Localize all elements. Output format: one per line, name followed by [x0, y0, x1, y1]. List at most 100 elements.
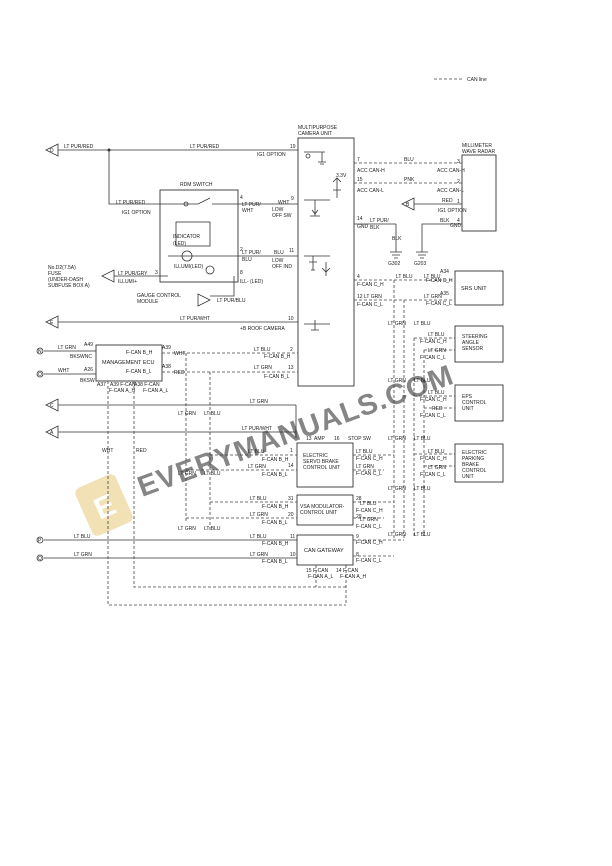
svg-text:F-CAN B_H: F-CAN B_H: [262, 541, 289, 547]
right-can-bus: 4 F-CAN C_H 12 F-CAN C_L LT BLU LT GRN F…: [354, 274, 455, 540]
svg-text:F-CAN C_L: F-CAN C_L: [420, 355, 446, 361]
svg-text:LT GRN: LT GRN: [178, 411, 196, 417]
svg-text:LT BLU: LT BLU: [428, 332, 445, 338]
svg-text:LT BLU: LT BLU: [250, 496, 267, 502]
svg-text:F-CAN A_L: F-CAN A_L: [143, 388, 169, 394]
svg-text:RED: RED: [174, 370, 185, 376]
svg-text:Q: Q: [38, 556, 42, 562]
srs-unit: SRS UNIT A34 A35: [440, 269, 504, 306]
svg-text:28: 28: [356, 496, 362, 502]
svg-text:LT PUR/: LT PUR/: [242, 202, 261, 208]
management-ecu: MANAGEMENT ECU F-CAN B_H F-CAN B_L A49 B…: [70, 342, 171, 394]
svg-text:WHT: WHT: [278, 200, 289, 206]
svg-text:F-CAN B_H: F-CAN B_H: [126, 350, 153, 356]
svg-text:LT BLU: LT BLU: [396, 274, 413, 280]
svg-text:LT PUR/WHT: LT PUR/WHT: [242, 426, 272, 432]
svg-text:2: 2: [457, 179, 460, 185]
svg-text:SENSOR: SENSOR: [462, 346, 484, 352]
svg-text:10: 10: [288, 316, 294, 322]
svg-text:F-CAN C_H: F-CAN C_H: [420, 456, 447, 462]
svg-text:11: 11: [289, 248, 294, 254]
svg-text:14: 14: [288, 463, 294, 469]
svg-text:LT BLU: LT BLU: [414, 436, 431, 442]
svg-text:ACC CAN-H: ACC CAN-H: [437, 168, 465, 174]
svg-text:11: 11: [290, 534, 295, 540]
svg-text:LOW: LOW: [272, 258, 284, 264]
svg-text:ACC CAN-H: ACC CAN-H: [357, 168, 385, 174]
mgmt-ecu-wiring: N LT GRN O WHT WHT RED LT BLU 2 F-CAN B_…: [36, 345, 346, 606]
svg-text:STEERING: STEERING: [462, 334, 488, 340]
svg-text:ELECTRIC: ELECTRIC: [303, 453, 328, 459]
electric-parking-brake-unit: ELECTRIC PARKING BRAKE CONTROL UNIT: [454, 443, 504, 483]
svg-text:3.3V: 3.3V: [336, 173, 347, 179]
svg-text:LT GRN: LT GRN: [364, 294, 382, 300]
svg-text:PNK: PNK: [404, 177, 415, 183]
svg-text:RDM SWITCH: RDM SWITCH: [180, 182, 213, 188]
svg-text:LT BLU: LT BLU: [356, 449, 373, 455]
svg-text:F-CAN A_H: F-CAN A_H: [109, 388, 136, 394]
svg-text:ELECTRIC: ELECTRIC: [462, 450, 487, 456]
svg-text:MODULE: MODULE: [137, 299, 159, 305]
svg-text:LT BLU: LT BLU: [414, 321, 431, 327]
svg-text:G203: G203: [414, 261, 426, 267]
electric-servo-brake-unit: ELECTRIC SERVO BRAKE CONTROL UNIT LT BLU…: [186, 442, 394, 488]
svg-text:(UNDER-DASH: (UNDER-DASH: [48, 277, 83, 283]
svg-text:A38: A38: [162, 364, 171, 370]
svg-text:LT GRN: LT GRN: [428, 348, 446, 354]
svg-text:ANGLE: ANGLE: [462, 340, 480, 346]
svg-text:STOP SW: STOP SW: [348, 436, 371, 442]
svg-text:LT GRN: LT GRN: [248, 464, 266, 470]
eps-control-unit: EPS CONTROL UNIT: [454, 384, 504, 422]
svg-text:LT BLU: LT BLU: [428, 449, 445, 455]
svg-text:MANAGEMENT ECU: MANAGEMENT ECU: [102, 360, 154, 366]
svg-text:20: 20: [288, 512, 294, 518]
svg-text:UNIT: UNIT: [462, 474, 474, 480]
svg-text:LOW: LOW: [272, 207, 284, 213]
svg-text:F-CAN C_L: F-CAN C_L: [420, 413, 446, 419]
svg-text:F-CAN B_L: F-CAN B_L: [262, 520, 288, 526]
svg-text:13: 13: [288, 365, 294, 371]
svg-text:ACC CAN-L: ACC CAN-L: [357, 188, 384, 194]
svg-text:LT GRN: LT GRN: [250, 552, 268, 558]
svg-text:4: 4: [240, 195, 243, 201]
svg-text:F-CAN C_L: F-CAN C_L: [357, 302, 383, 308]
millimeter-wave-radar: MILLIMETER WAVE RADAR ACC CAN-H ACC CAN-…: [437, 143, 497, 232]
svg-text:LT BLU: LT BLU: [424, 274, 441, 280]
svg-text:13: 13: [306, 436, 312, 442]
svg-text:F-CAN B_L: F-CAN B_L: [126, 369, 152, 375]
legend-label: CAN line: [467, 77, 487, 83]
svg-text:15 F-CAN: 15 F-CAN: [306, 568, 329, 574]
svg-text:14: 14: [357, 216, 363, 222]
svg-text:LT PUR/: LT PUR/: [242, 250, 261, 256]
svg-text:LT PUR/: LT PUR/: [370, 218, 389, 224]
svg-text:SRS UNIT: SRS UNIT: [461, 286, 487, 292]
svg-text:UNIT: UNIT: [462, 406, 474, 412]
svg-text:8: 8: [356, 552, 359, 558]
svg-text:1: 1: [457, 199, 460, 205]
svg-text:BRAKE: BRAKE: [462, 462, 480, 468]
legend: CAN line: [434, 77, 487, 83]
svg-text:4: 4: [357, 274, 360, 280]
svg-text:9: 9: [356, 534, 359, 540]
rdm-switch: RDM SWITCH INDICATOR (LED) ILLUMI(LED): [159, 182, 239, 283]
svg-text:SUBFUSE BOX A): SUBFUSE BOX A): [48, 283, 90, 289]
svg-text:LT BLU: LT BLU: [360, 501, 377, 507]
svg-text:A39 F-CAN: A39 F-CAN: [110, 382, 136, 388]
svg-text:LT PUR/BLU: LT PUR/BLU: [217, 298, 246, 304]
svg-text:A: A: [50, 430, 54, 436]
svg-text:LT PUR/GRY: LT PUR/GRY: [118, 271, 148, 277]
svg-text:FUSE: FUSE: [48, 271, 62, 277]
svg-text:RED: RED: [442, 198, 453, 204]
svg-text:A26: A26: [84, 367, 93, 373]
svg-text:LT BLU: LT BLU: [204, 411, 221, 417]
svg-text:CONTROL UNIT: CONTROL UNIT: [303, 465, 340, 471]
svg-text:A34: A34: [440, 269, 449, 275]
svg-text:F-CAN C_H: F-CAN C_H: [426, 278, 453, 284]
svg-text:GAUGE CONTROL: GAUGE CONTROL: [137, 293, 181, 299]
svg-text:F-CAN C_H: F-CAN C_H: [420, 397, 447, 403]
svg-text:19: 19: [290, 144, 296, 150]
svg-text:LT BLU: LT BLU: [254, 347, 271, 353]
svg-text:4: 4: [457, 218, 460, 224]
svg-text:2: 2: [240, 247, 243, 253]
